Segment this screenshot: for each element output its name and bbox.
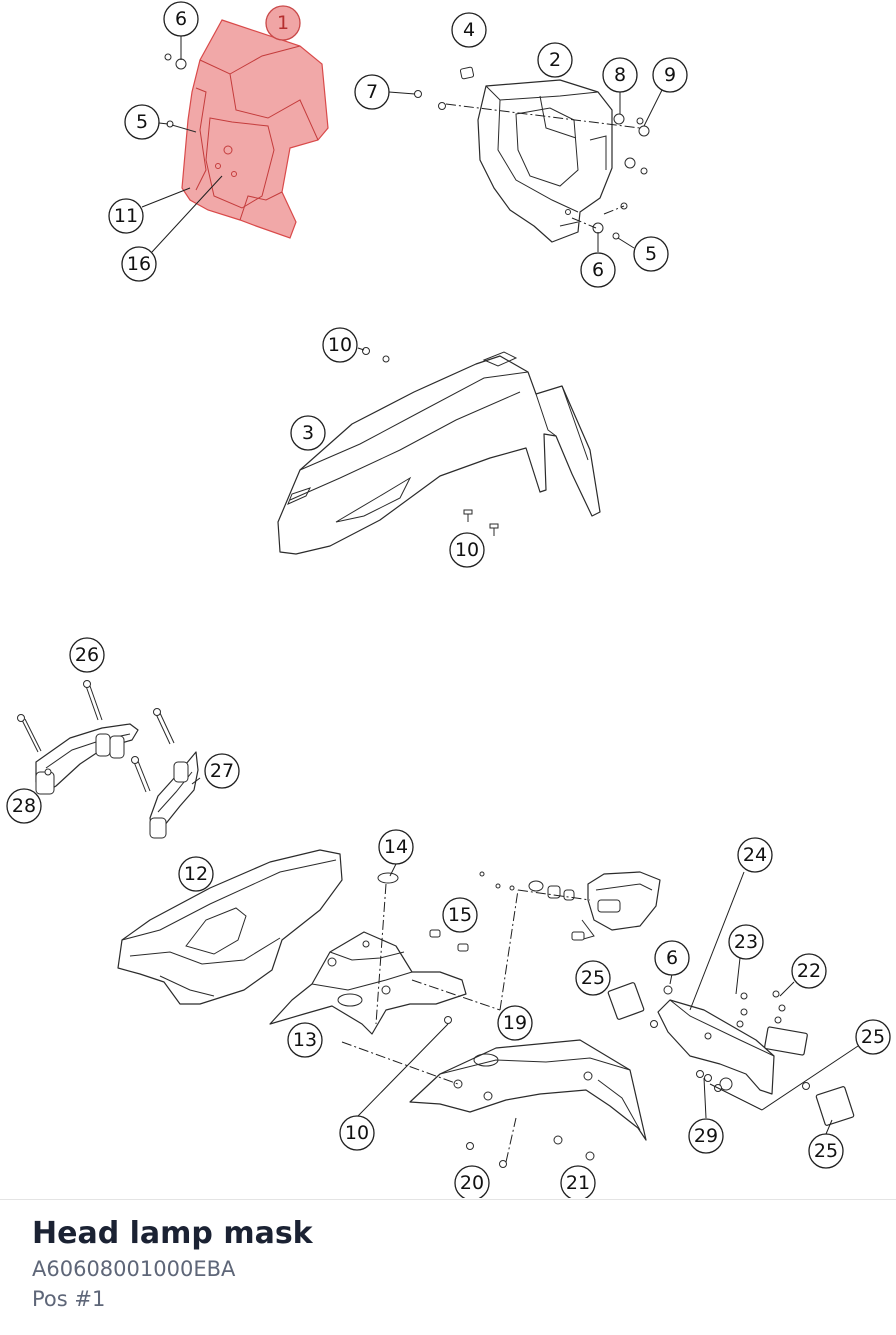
part-28-hand-guard-left[interactable] <box>35 723 139 795</box>
callout-21[interactable]: 21 <box>560 1165 596 1198</box>
callout-10[interactable]: 10 <box>339 1115 375 1151</box>
part-27-hand-guard-right[interactable] <box>149 751 199 839</box>
callout-6[interactable]: 6 <box>163 1 199 37</box>
callout-7[interactable]: 7 <box>354 74 390 110</box>
svg-text:3: 3 <box>302 422 314 444</box>
hardware-part-13 <box>377 872 469 1024</box>
callout-25[interactable]: 25 <box>808 1133 844 1169</box>
callout-15[interactable]: 15 <box>442 897 478 933</box>
svg-text:25: 25 <box>861 1026 885 1048</box>
callout-2[interactable]: 2 <box>537 42 573 78</box>
callout-5[interactable]: 5 <box>124 104 160 140</box>
svg-text:29: 29 <box>694 1125 718 1147</box>
svg-text:7: 7 <box>366 81 378 103</box>
svg-text:6: 6 <box>592 259 604 281</box>
callout-1[interactable]: 1 <box>265 5 301 41</box>
callout-25[interactable]: 25 <box>855 1019 891 1055</box>
svg-text:21: 21 <box>566 1172 590 1194</box>
hardware-part-2 <box>414 66 650 240</box>
part-number: A60608001000EBA <box>32 1257 236 1281</box>
part-24-license-plate-holder[interactable] <box>657 999 775 1095</box>
svg-text:28: 28 <box>12 795 36 817</box>
svg-text:1: 1 <box>277 12 289 34</box>
callout-22[interactable]: 22 <box>791 953 827 989</box>
svg-text:16: 16 <box>127 253 151 275</box>
hardware-part-1 <box>164 53 197 133</box>
callout-28[interactable]: 28 <box>6 788 42 824</box>
svg-text:13: 13 <box>293 1029 317 1051</box>
callout-27[interactable]: 27 <box>204 753 240 789</box>
svg-text:15: 15 <box>448 904 472 926</box>
svg-text:5: 5 <box>645 243 657 265</box>
svg-text:20: 20 <box>460 1172 484 1194</box>
hardware-part-24 <box>607 982 855 1126</box>
callout-8[interactable]: 8 <box>602 57 638 93</box>
callout-5[interactable]: 5 <box>633 236 669 272</box>
svg-text:9: 9 <box>664 64 676 86</box>
hardware-hand-guard-bolts <box>17 680 175 793</box>
part-12-side-cover[interactable] <box>117 849 343 1005</box>
svg-text:25: 25 <box>814 1140 838 1162</box>
callout-9[interactable]: 9 <box>652 57 688 93</box>
svg-text:12: 12 <box>184 863 208 885</box>
svg-text:6: 6 <box>175 8 187 30</box>
part-13-rear-fender[interactable] <box>269 931 467 1035</box>
callout-4[interactable]: 4 <box>451 12 487 48</box>
part-1-head-lamp-mask[interactable] <box>181 19 329 239</box>
callout-14[interactable]: 14 <box>378 829 414 865</box>
svg-text:10: 10 <box>455 539 479 561</box>
svg-text:11: 11 <box>114 205 138 227</box>
hardware-part-3 <box>362 347 499 536</box>
svg-text:25: 25 <box>581 967 605 989</box>
svg-text:2: 2 <box>549 49 561 71</box>
callout-3[interactable]: 3 <box>290 415 326 451</box>
svg-text:10: 10 <box>345 1122 369 1144</box>
svg-text:8: 8 <box>614 64 626 86</box>
callout-10[interactable]: 10 <box>322 327 358 363</box>
svg-text:4: 4 <box>463 19 475 41</box>
leader-lines <box>141 35 859 1163</box>
callout-10[interactable]: 10 <box>449 532 485 568</box>
callout-16[interactable]: 16 <box>121 246 157 282</box>
svg-text:19: 19 <box>503 1012 527 1034</box>
callout-11[interactable]: 11 <box>108 198 144 234</box>
exploded-parts-diagram: 1 2 3 4 5 5 6 6 6 7 8 9 10 10 10 11 12 <box>6 1 891 1198</box>
callout-12[interactable]: 12 <box>178 856 214 892</box>
part-3-front-fender[interactable] <box>277 351 601 555</box>
part-19-rear-fender-lower[interactable] <box>409 1039 647 1141</box>
svg-text:6: 6 <box>666 947 678 969</box>
svg-text:27: 27 <box>210 760 234 782</box>
part-2-headlight-bracket[interactable] <box>477 79 613 243</box>
callout-19[interactable]: 19 <box>497 1005 533 1041</box>
callout-6[interactable]: 6 <box>580 252 616 288</box>
svg-text:14: 14 <box>384 836 408 858</box>
callout-20[interactable]: 20 <box>454 1165 490 1198</box>
selected-part-info: Head lamp mask A60608001000EBA Pos #1 <box>32 1214 313 1314</box>
hardware-part-19 <box>466 1135 595 1168</box>
svg-text:26: 26 <box>75 644 99 666</box>
callout-26[interactable]: 26 <box>69 637 105 673</box>
callout-23[interactable]: 23 <box>728 924 764 960</box>
part-position: Pos #1 <box>32 1287 106 1311</box>
callout-24[interactable]: 24 <box>737 837 773 873</box>
callout-29[interactable]: 29 <box>688 1118 724 1154</box>
part-name: Head lamp mask <box>32 1216 313 1251</box>
svg-text:10: 10 <box>328 334 352 356</box>
svg-text:24: 24 <box>743 844 767 866</box>
callout-25[interactable]: 25 <box>575 960 611 996</box>
part-tail-light[interactable] <box>479 871 661 941</box>
callout-6[interactable]: 6 <box>654 940 690 976</box>
svg-text:22: 22 <box>797 960 821 982</box>
svg-text:5: 5 <box>136 111 148 133</box>
callout-13[interactable]: 13 <box>287 1022 323 1058</box>
panel-divider <box>0 1199 896 1200</box>
svg-text:23: 23 <box>734 931 758 953</box>
